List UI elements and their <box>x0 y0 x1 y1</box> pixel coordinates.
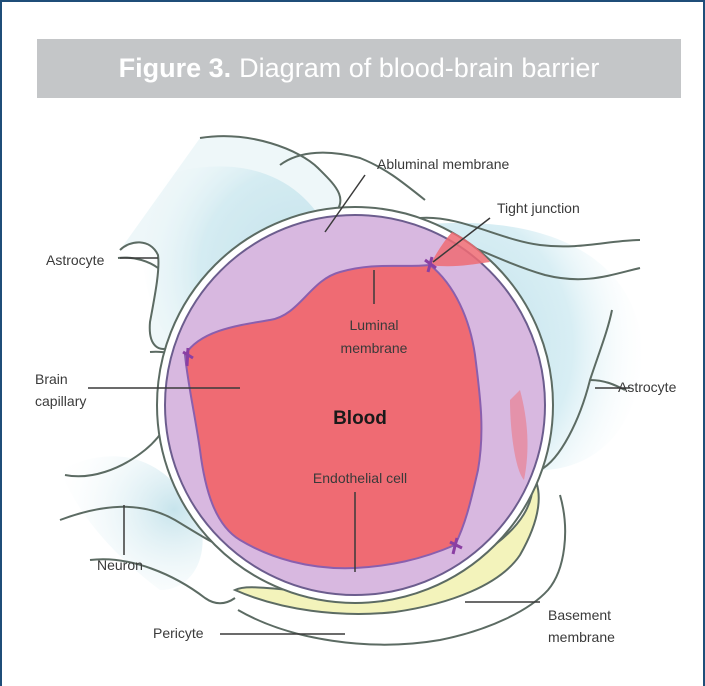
label-abluminal-membrane: Abluminal membrane <box>377 156 509 172</box>
label-basement-membrane-line2: membrane <box>548 629 615 645</box>
label-brain-capillary-line2: capillary <box>35 393 86 409</box>
label-blood: Blood <box>333 408 387 429</box>
label-tight-junction: Tight junction <box>497 200 580 216</box>
label-astrocyte-right: Astrocyte <box>618 379 677 395</box>
label-endothelial-cell: Endothelial cell <box>313 470 407 486</box>
label-neuron: Neuron <box>97 557 143 573</box>
label-brain-capillary-line1: Brain <box>35 371 68 387</box>
label-pericyte: Pericyte <box>153 625 204 641</box>
label-astrocyte-left: Astrocyte <box>46 252 105 268</box>
label-basement-membrane-line1: Basement <box>548 607 611 623</box>
label-luminal-membrane-line2: membrane <box>341 340 408 356</box>
label-luminal-membrane-line1: Luminal <box>349 317 398 333</box>
